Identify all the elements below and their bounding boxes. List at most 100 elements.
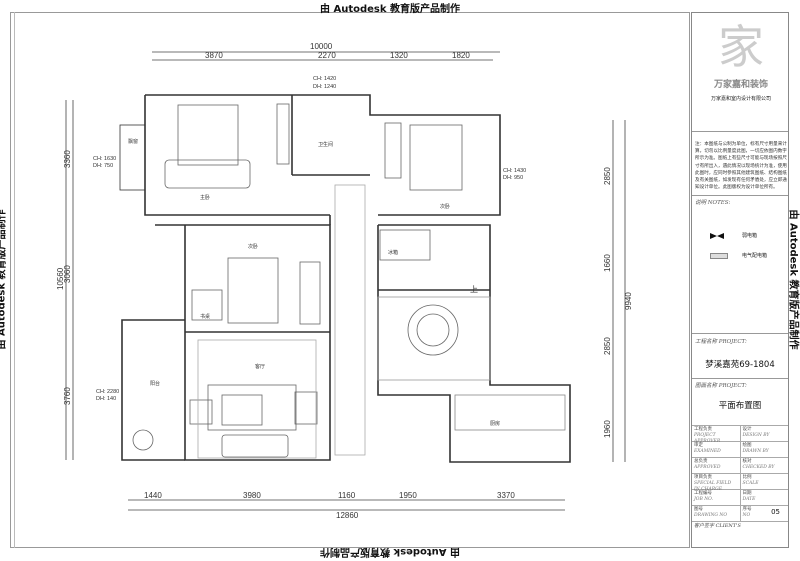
dim-right: 2850 1660 2850 1960 9940 xyxy=(603,120,633,462)
legend-weak-current: 弱电箱 xyxy=(742,233,758,239)
dim-right-2: 1660 xyxy=(603,254,612,272)
dim-top: 10000 3870 2270 1320 1820 xyxy=(152,42,500,61)
notes-text: 注：本图纸与公制为单位，标有尺寸用量来计算，切勿以比例量度此图，一切应依图内数字… xyxy=(695,142,787,191)
watermark-right: 由 Autodesk 教育版产品制作 xyxy=(787,209,799,350)
cell-en: SPECIAL FIELD IN CHARGE xyxy=(694,481,732,492)
divider xyxy=(692,131,788,132)
room-labels: 主卧 飘窗 卫生间 次卧 次卧 书桌 客厅 阳台 冰箱 上 厨房 xyxy=(128,138,500,427)
distribution-box-icon xyxy=(710,253,728,259)
cell-en: DATE xyxy=(742,497,756,502)
company-name: 万家嘉和室内设计有限公司 xyxy=(710,96,771,102)
wardrobe xyxy=(276,103,290,165)
dim-left: 3360 3060 3760 10560 xyxy=(56,100,74,460)
cell-cn: 设计 xyxy=(742,427,752,432)
legend-distribution-box: 电气配电箱 xyxy=(742,253,768,259)
stairs xyxy=(379,229,431,261)
drawing-name: 平面布置图 xyxy=(718,401,762,411)
cell-cn: 总负责 xyxy=(694,459,708,464)
window-balcony-dh: DH: 140 xyxy=(96,396,116,402)
dim-bottom-2: 3980 xyxy=(243,491,261,500)
room-desk: 书桌 xyxy=(200,313,210,320)
dining-table xyxy=(407,304,459,356)
room-up: 上 xyxy=(470,285,478,294)
frame-line xyxy=(14,12,15,548)
dim-bottom-3: 1160 xyxy=(338,491,356,500)
room-kitchen: 厨房 xyxy=(490,420,500,427)
company-logo: 家 万家嘉和装饰 万家嘉和室内设计有限公司 xyxy=(700,17,782,113)
divider xyxy=(692,333,788,334)
sheet-number: 05 xyxy=(771,508,780,516)
watermark-top: 由 Autodesk 教育版产品制作 xyxy=(320,4,461,15)
logo-mark: 家 xyxy=(718,20,764,74)
cell-en: DRAWN BY xyxy=(742,449,769,454)
window-bath-dh: DH: 1240 xyxy=(313,84,336,90)
cell-en: APPROVED xyxy=(694,465,721,470)
dining-area xyxy=(377,296,491,381)
window-bay-ch: CH: 1630 xyxy=(93,156,116,162)
dim-left-2: 3060 xyxy=(63,265,72,283)
cell-cn: 核对 xyxy=(742,459,752,464)
dim-bottom-4: 1950 xyxy=(399,491,417,500)
dim-left-1: 3360 xyxy=(63,150,72,168)
floor-plan: 10000 3870 2270 1320 1820 3360 3060 3760… xyxy=(56,42,633,520)
cell-cn: 绘图 xyxy=(742,443,752,448)
cell-cn: 序号 xyxy=(742,507,752,512)
logo-text: 万家嘉和装饰 xyxy=(713,80,768,90)
dim-right-1: 2850 xyxy=(603,167,612,185)
client-signature: 客户签字 CLIENT'S xyxy=(694,523,741,529)
dim-top-4: 1820 xyxy=(452,51,470,60)
room-bay: 飘窗 xyxy=(128,138,138,145)
notes-label: 说明 NOTES: xyxy=(695,200,731,206)
furniture xyxy=(132,103,566,459)
window-bath-ch: CH: 1420 xyxy=(313,76,336,82)
dim-bottom: 1440 3980 1160 1950 3370 12860 xyxy=(128,491,565,520)
dim-top-total: 10000 xyxy=(310,42,333,51)
cell-en: SCALE xyxy=(742,481,759,486)
second-bed xyxy=(409,124,463,191)
armchair-left xyxy=(189,399,213,425)
divider xyxy=(692,195,788,196)
cell-en: EXAMINED xyxy=(694,449,721,454)
cell-en: DESIGN BY xyxy=(742,433,770,438)
dim-left-total: 10560 xyxy=(56,267,65,290)
dim-right-3: 2850 xyxy=(603,337,612,355)
kitchen-counter xyxy=(454,394,566,431)
cell-cn: 项目负责 xyxy=(694,475,712,480)
room-bath: 卫生间 xyxy=(318,141,333,148)
sofa xyxy=(221,434,289,458)
dim-left-3: 3760 xyxy=(63,387,72,405)
divider xyxy=(692,378,788,379)
drawing-frame xyxy=(10,12,690,548)
cell-cn: 比例 xyxy=(742,475,752,480)
desk xyxy=(191,289,223,321)
dim-bottom-1: 1440 xyxy=(144,491,162,500)
cell-en: DRAWING NO xyxy=(694,513,728,518)
cell-en: CHECKED BY xyxy=(742,465,775,470)
cell-cn: 工程负责 xyxy=(694,427,712,432)
third-bed xyxy=(227,257,279,324)
room-fridge: 冰箱 xyxy=(388,249,398,256)
dim-right-total: 9940 xyxy=(624,292,633,310)
master-sofa xyxy=(164,159,251,189)
room-living: 客厅 xyxy=(255,363,265,370)
drawing-label: 图面名称 PROJECT: xyxy=(695,383,747,389)
project-name: 梦溪嘉苑69-1804 xyxy=(705,360,775,370)
window-bed2-dh: DH: 950 xyxy=(503,175,523,181)
window-bed2-ch: CH: 1430 xyxy=(503,168,526,174)
table-row: 客户签字 CLIENT'S xyxy=(692,521,788,561)
cell-en: NO xyxy=(742,513,751,518)
room-master: 主卧 xyxy=(200,194,210,201)
dim-bottom-5: 3370 xyxy=(497,491,515,500)
dining-table-center xyxy=(416,313,450,347)
ceiling-outline xyxy=(197,339,317,459)
cell-cn: 日期 xyxy=(742,491,752,496)
cell-en: PROJECT APPROVER xyxy=(694,433,721,444)
rug xyxy=(207,384,297,431)
third-wardrobe xyxy=(299,261,321,325)
